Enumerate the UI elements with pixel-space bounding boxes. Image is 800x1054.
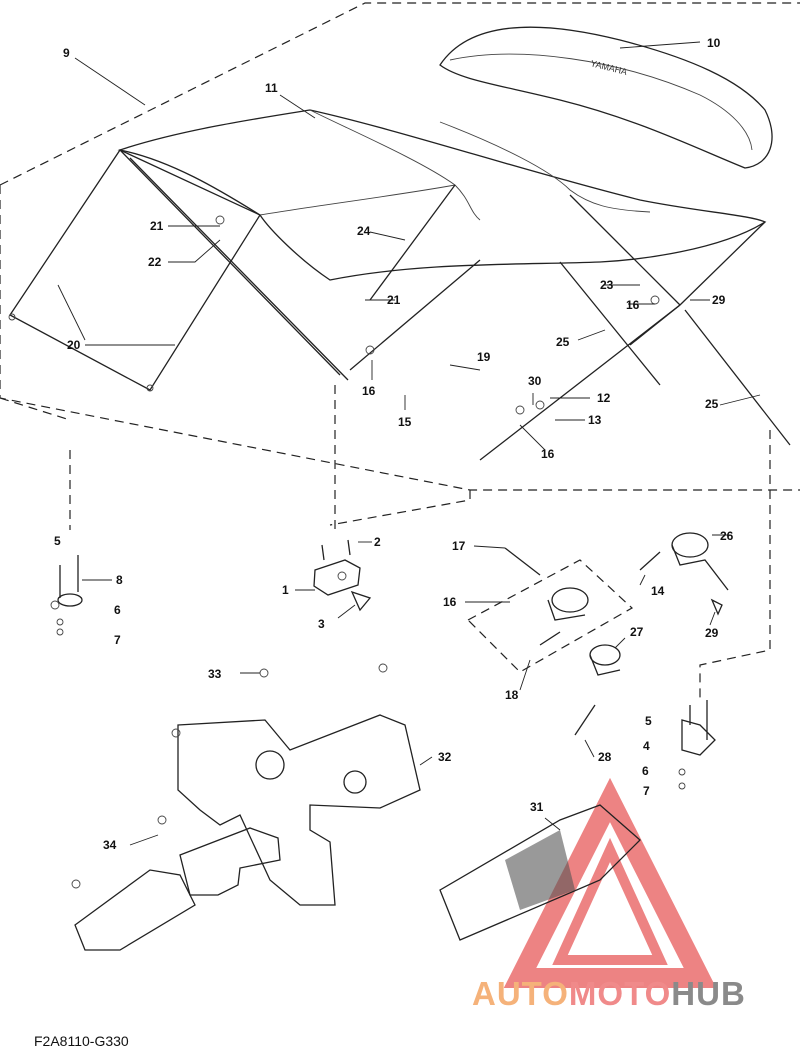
callout-29-upper: 29 (712, 293, 726, 307)
callout-2: 2 (374, 535, 381, 549)
callout-21-upper: 21 (150, 219, 164, 233)
floor-mat-32 (177, 714, 421, 906)
callout-16-left: 16 (362, 384, 376, 398)
side-curtain (8, 149, 261, 392)
callout-15: 15 (398, 415, 412, 429)
callout-34: 34 (103, 838, 117, 852)
snap-fasteners (71, 663, 388, 889)
callout-31: 31 (530, 800, 544, 814)
callout-24: 24 (357, 224, 371, 238)
callout-16-box: 16 (443, 595, 457, 609)
group-outline-bimini (0, 2, 800, 526)
callout-12: 12 (597, 391, 611, 405)
callout-27: 27 (630, 625, 644, 639)
boot-cover: YAMAHA (439, 26, 773, 169)
callout-33: 33 (208, 667, 222, 681)
callout-5-left: 5 (54, 534, 61, 548)
callout-18: 18 (505, 688, 519, 702)
callout-7-left: 7 (114, 633, 121, 647)
callout-6-left: 6 (114, 603, 121, 617)
callout-4: 4 (643, 739, 650, 753)
callout-32: 32 (438, 750, 452, 764)
callout-28: 28 (598, 750, 612, 764)
storage-bag (439, 804, 641, 941)
callout-16-lower: 16 (541, 447, 555, 461)
callout-14: 14 (651, 584, 665, 598)
watermark-part-moto: MOTO (568, 975, 672, 1012)
bimini-canvas (117, 109, 767, 281)
watermark-part-hub: HUB (671, 975, 746, 1012)
callout-30: 30 (528, 374, 542, 388)
callout-6-right: 6 (642, 764, 649, 778)
sub-assembly-box (467, 559, 634, 673)
callout-11: 11 (265, 81, 278, 95)
callout-20: 20 (67, 338, 81, 352)
frame-tubes (119, 149, 791, 461)
callout-19: 19 (477, 350, 491, 364)
callout-8: 8 (116, 573, 123, 587)
callout-9: 9 (63, 46, 70, 60)
callout-22: 22 (148, 255, 162, 269)
callout-13: 13 (588, 413, 602, 427)
watermark-text: AUTOMOTOHUB (472, 975, 746, 1013)
callout-23: 23 (600, 278, 614, 292)
deck-hinge-bracket (313, 539, 372, 612)
cover-brand-text: YAMAHA (590, 58, 629, 77)
leader-lines (57, 41, 761, 846)
callout-1: 1 (282, 583, 289, 597)
fitting-parts (504, 532, 729, 736)
diagram-code: F2A8110-G330 (34, 1033, 129, 1049)
callout-21-lower: 21 (387, 293, 401, 307)
floor-mat-34 (74, 827, 281, 951)
callout-17: 17 (452, 539, 466, 553)
callout-26: 26 (720, 529, 734, 543)
watermark-part-auto: AUTO (472, 975, 569, 1012)
callout-16-right: 16 (626, 298, 640, 312)
callout-5-right: 5 (645, 714, 652, 728)
callout-25-mid: 25 (556, 335, 570, 349)
left-mount-hardware (50, 555, 83, 636)
callout-10: 10 (707, 36, 721, 50)
callout-29-lower: 29 (705, 626, 719, 640)
callout-labels: 9 10 11 21 22 24 21 23 16 29 25 25 20 19… (54, 36, 734, 852)
right-mount-hardware (678, 700, 716, 790)
callout-7-right: 7 (643, 784, 650, 798)
callout-3: 3 (318, 617, 325, 631)
callout-25-right: 25 (705, 397, 719, 411)
leader-dashed-right (699, 430, 771, 700)
